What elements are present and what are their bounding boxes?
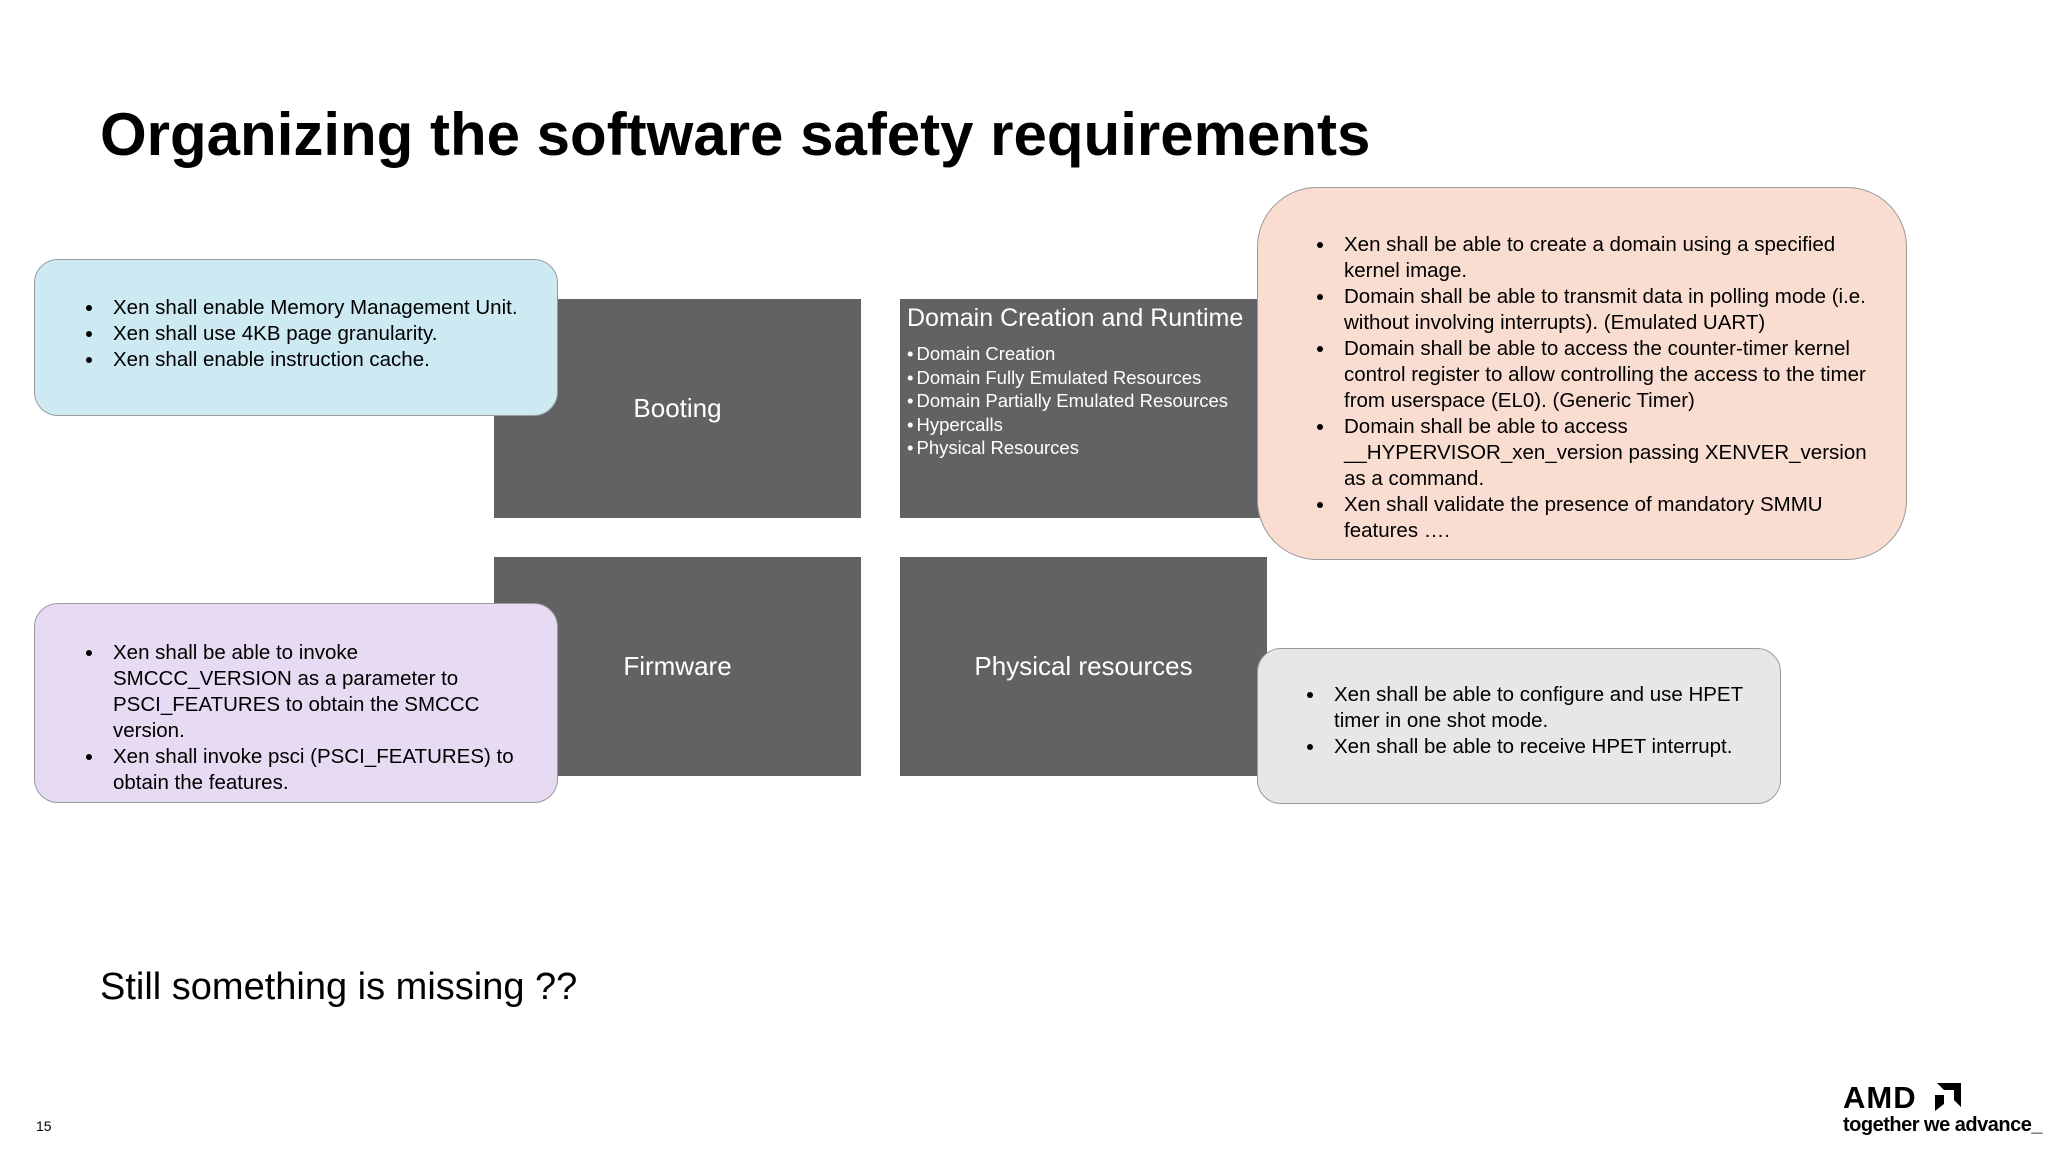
tile-domain-creation: Domain Creation and Runtime Domain Creat… [900, 299, 1267, 518]
tile-firmware-label: Firmware [623, 651, 732, 681]
tile-domain-item: Domain Partially Emulated Resources [907, 389, 1228, 413]
tile-domain-heading: Domain Creation and Runtime [907, 304, 1244, 332]
slide-title: Organizing the software safety requireme… [100, 101, 1371, 168]
logo-wordmark: AMD [1843, 1080, 1917, 1115]
logo-tagline: together we advance_ [1843, 1114, 2042, 1136]
page-number: 15 [36, 1118, 52, 1134]
tile-booting-label: Booting [633, 393, 722, 423]
amd-logo: AMD together we advance_ [1843, 1080, 2043, 1140]
requirement-item: Xen shall validate the presence of manda… [1336, 492, 1876, 544]
callout-firmware-requirements: Xen shall be able to invoke SMCCC_VERSIO… [34, 603, 558, 803]
callout-domain-requirements: Xen shall be able to create a domain usi… [1257, 187, 1907, 560]
footnote-text: Still something is missing ?? [100, 966, 578, 1008]
tile-domain-item: Domain Creation [907, 342, 1228, 366]
requirement-item: Domain shall be able to access __HYPERVI… [1336, 414, 1876, 492]
requirement-item: Domain shall be able to access the count… [1336, 336, 1876, 414]
tile-domain-item: Physical Resources [907, 436, 1228, 460]
amd-arrow-icon [1935, 1083, 1961, 1111]
requirement-item: Domain shall be able to transmit data in… [1336, 284, 1876, 336]
requirement-item: Xen shall enable Memory Management Unit. [105, 295, 537, 321]
requirement-item: Xen shall be able to create a domain usi… [1336, 232, 1876, 284]
requirement-item: Xen shall enable instruction cache. [105, 347, 537, 373]
tile-domain-list: Domain Creation Domain Fully Emulated Re… [907, 342, 1228, 460]
requirement-item: Xen shall be able to invoke SMCCC_VERSIO… [105, 640, 537, 744]
requirement-item: Xen shall be able to receive HPET interr… [1326, 734, 1760, 760]
requirement-item: Xen shall be able to configure and use H… [1326, 682, 1760, 734]
tile-domain-item: Hypercalls [907, 413, 1228, 437]
tile-domain-item: Domain Fully Emulated Resources [907, 366, 1228, 390]
tile-physical-resources: Physical resources [900, 557, 1267, 776]
requirement-item: Xen shall invoke psci (PSCI_FEATURES) to… [105, 744, 537, 796]
tile-physical-label: Physical resources [974, 651, 1193, 681]
callout-physical-requirements: Xen shall be able to configure and use H… [1257, 648, 1781, 804]
requirement-item: Xen shall use 4KB page granularity. [105, 321, 537, 347]
callout-booting-requirements: Xen shall enable Memory Management Unit.… [34, 259, 558, 416]
